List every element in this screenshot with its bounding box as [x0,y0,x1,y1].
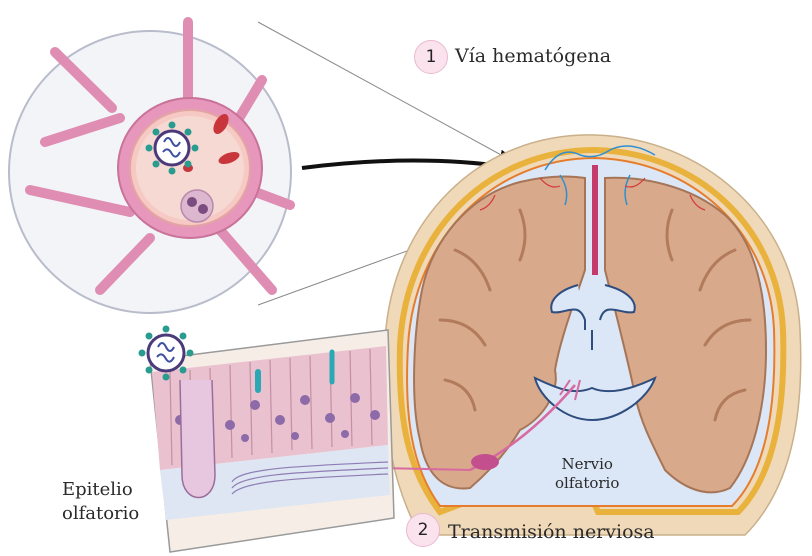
epithelium-label-line2: olfatorio [62,502,139,526]
nerve-label-line1: Nervio [555,455,619,474]
route-2-number: 2 [418,520,429,540]
route-1-label: Vía hematógena [455,45,611,67]
epithelium-label-line1: Epitelio [62,478,139,502]
epithelium-label: Epitelio olfatorio [62,478,139,526]
blood-vessel-icon [9,22,291,313]
olfactory-epithelium-icon [150,330,394,552]
route-1-badge: 1 [414,40,448,74]
virus-icon [139,326,194,381]
nerve-label: Nervio olfatorio [555,455,619,493]
route-1-number: 1 [426,47,437,67]
nerve-label-line2: olfatorio [555,474,619,493]
route-2-badge: 2 [406,513,440,547]
route-2-label: Transmisión nerviosa [448,521,655,543]
